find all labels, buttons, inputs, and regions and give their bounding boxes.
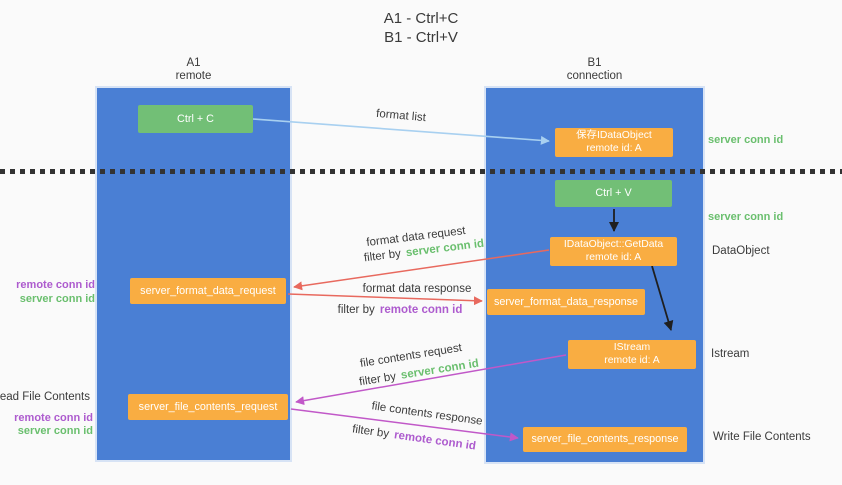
lane-header-a1: A1 remote — [97, 57, 290, 83]
label-filter-remote-conn-id-2: filter by remote conn id — [351, 423, 476, 452]
node-getdata-line1: IDataObject::GetData — [563, 239, 664, 250]
title-line-2: B1 - Ctrl+V — [384, 29, 458, 46]
node-file-response-label: server_file_contents_response — [531, 433, 679, 445]
diagram-title: A1 - Ctrl+C B1 - Ctrl+V — [0, 9, 842, 47]
left-label-remote-conn-id-bottom: remote conn id — [14, 412, 93, 424]
label-format-data-response: format data response — [362, 283, 472, 295]
node-server-file-contents-response: server_file_contents_response — [523, 427, 687, 452]
right-label-server-conn-id-top: server conn id — [708, 134, 784, 146]
lane-b1-name: B1 — [587, 57, 602, 69]
node-server-format-data-request: server_format_data_request — [130, 278, 286, 304]
node-file-request-label: server_file_contents_request — [138, 400, 278, 413]
label-format-list: format list — [375, 107, 427, 125]
lane-b1-role: connection — [566, 70, 623, 82]
remote-conn-id-text: remote conn id — [393, 429, 477, 453]
filter-by-text: filter by — [337, 304, 378, 316]
node-save-idataobject: 保存IDataObject remote id: A — [555, 128, 673, 157]
label-filter-remote-conn-id-1: filter by remote conn id — [338, 304, 463, 316]
lane-a1-name: A1 — [186, 57, 201, 69]
node-server-format-data-response: server_format_data_response — [487, 289, 645, 315]
node-format-response-label: server_format_data_response — [493, 295, 639, 308]
right-label-write-file-contents: Write File Contents — [713, 431, 811, 443]
format-data-response-arrow — [287, 293, 483, 306]
left-label-server-conn-id-bottom: server conn id — [17, 425, 93, 437]
node-istream-line2: remote id: A — [604, 354, 660, 366]
node-ctrl-c: Ctrl + C — [138, 105, 253, 133]
node-save-idataobject-line1: 保存IDataObject — [576, 130, 652, 141]
node-getdata-line2: remote id: A — [585, 251, 642, 263]
label-file-contents-response: file contents response — [370, 400, 484, 428]
filter-by-text: filter by — [351, 423, 393, 441]
node-format-request-label: server_format_data_request — [140, 284, 276, 297]
left-label-remote-conn-id-top: remote conn id — [16, 279, 95, 291]
right-label-dataobject: DataObject — [712, 245, 770, 257]
left-label-server-conn-id-top: server conn id — [19, 293, 95, 305]
node-idataobject-getdata: IDataObject::GetData remote id: A — [550, 237, 677, 266]
right-label-server-conn-id-mid: server conn id — [708, 211, 784, 223]
node-ctrl-v-label: Ctrl + V — [595, 187, 632, 199]
right-label-istream: Istream — [711, 348, 750, 360]
filter-by-text: filter by — [358, 370, 401, 389]
node-server-file-contents-request: server_file_contents_request — [128, 394, 288, 420]
left-label-read-file-contents: Read File Contents — [0, 391, 90, 403]
node-ctrl-c-label: Ctrl + C — [177, 112, 214, 125]
dashed-divider-line — [0, 169, 842, 174]
filter-by-text: filter by — [363, 247, 405, 265]
node-istream-line1: IStream — [613, 342, 651, 353]
lane-a1-role: remote — [175, 70, 212, 82]
title-line-1: A1 - Ctrl+C — [383, 10, 459, 27]
remote-conn-id-text: remote conn id — [379, 304, 463, 316]
node-save-idataobject-line2: remote id: A — [586, 142, 642, 154]
node-istream: IStream remote id: A — [568, 340, 696, 369]
node-ctrl-v: Ctrl + V — [555, 180, 672, 207]
lane-header-b1: B1 connection — [486, 57, 703, 83]
